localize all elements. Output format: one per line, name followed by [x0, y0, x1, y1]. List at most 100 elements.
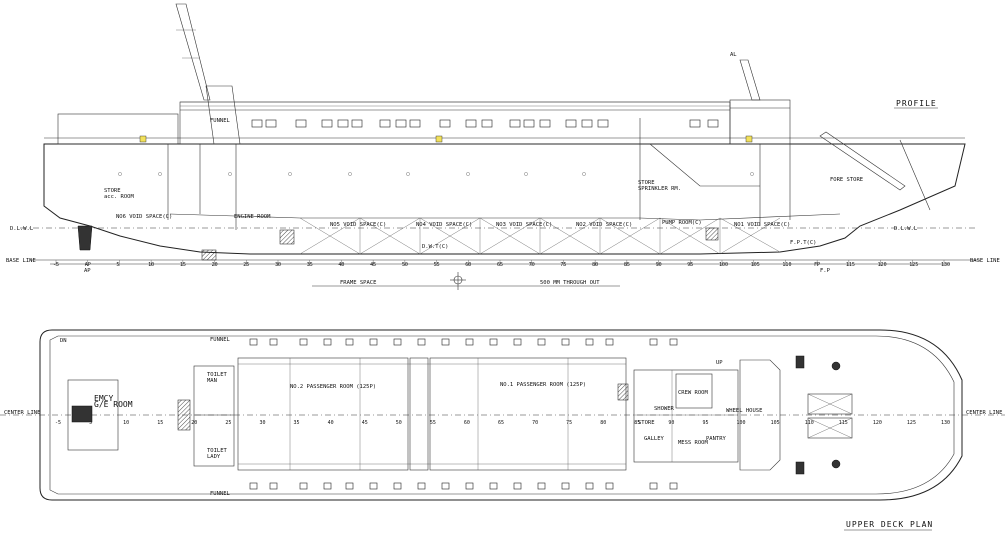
- frame-tick-label: 40: [338, 262, 344, 268]
- bollard: [393, 482, 402, 490]
- base-line-right: BASE LINE: [970, 258, 1000, 264]
- plan-tick-label: 60: [464, 420, 470, 426]
- frame-tick-label: 75: [560, 262, 566, 268]
- bollard: [249, 482, 258, 490]
- bollard: [323, 482, 332, 490]
- frame-tick-label: 45: [370, 262, 376, 268]
- void-space-frames: [299, 217, 781, 255]
- bollard: [489, 482, 498, 490]
- bollard: [669, 482, 678, 490]
- bollard: [393, 338, 402, 346]
- bollard: [561, 338, 570, 346]
- bollard: [345, 338, 354, 346]
- bollards: [249, 338, 678, 490]
- pantry-label: PANTRY: [706, 436, 727, 442]
- funnel-profile: [205, 85, 241, 145]
- mess-room-label: MESS ROOM: [678, 440, 708, 446]
- deck-plan-outline: [39, 329, 963, 501]
- marker: [745, 135, 753, 143]
- engine-room-label: ENGINE ROOM: [234, 214, 271, 220]
- frame-tick-label: 35: [307, 262, 313, 268]
- generator: [71, 405, 93, 423]
- frame-space-label: FRAME SPACE: [340, 280, 376, 286]
- up-label: UP: [716, 360, 723, 366]
- plan-tick-label: 25: [225, 420, 231, 426]
- fp-label: F.P: [820, 268, 831, 274]
- void-no1-label: NO1 VOID SPACE(C): [734, 222, 790, 228]
- al-label: AL: [730, 52, 737, 58]
- hull-outline: [43, 143, 966, 255]
- forward-hatch: [807, 417, 853, 439]
- plan-tick-label: 110: [805, 420, 814, 426]
- bollard: [513, 338, 522, 346]
- bollard: [269, 338, 278, 346]
- bollard: [465, 338, 474, 346]
- bollard: [369, 482, 378, 490]
- center-line-right: CENTER LINE: [966, 410, 1002, 416]
- bollard: [649, 338, 658, 346]
- store-plan-label: STORE: [638, 420, 655, 426]
- bollard: [345, 482, 354, 490]
- emcy-room-box: [67, 379, 119, 451]
- funnel-bottom-label: FUNNEL: [210, 491, 231, 497]
- frame-tick-label: 100: [719, 262, 728, 268]
- plan-tick-label: 105: [771, 420, 780, 426]
- wheel-house-plan: [739, 359, 781, 471]
- plan-tick-label: 80: [600, 420, 606, 426]
- funnel-top-label: FUNNEL: [210, 337, 231, 343]
- bollard: [441, 338, 450, 346]
- frame-tick-label: 95: [687, 262, 693, 268]
- plan-tick-label: 35: [294, 420, 300, 426]
- bollard: [605, 482, 614, 490]
- bollard: [417, 338, 426, 346]
- frame-tick-label: AP: [85, 262, 91, 268]
- frame-tick-label: 110: [782, 262, 791, 268]
- base-line-left: BASE LINE: [6, 258, 36, 264]
- winch: [831, 459, 841, 469]
- dlwl-right: D.L.W.L: [894, 226, 918, 232]
- frame-tick-label: 55: [434, 262, 440, 268]
- plan-tick-label: 5: [89, 420, 92, 426]
- bitt: [795, 461, 805, 475]
- bollard: [585, 482, 594, 490]
- crew-room-label: CREW ROOM: [678, 390, 708, 396]
- frame-tick-label: 115: [846, 262, 855, 268]
- frame-tick-label: 30: [275, 262, 281, 268]
- tank-hatch: [279, 229, 295, 245]
- void-no4-label: NO4 VOID SPACE(C): [416, 222, 472, 228]
- frame-tick-label: 90: [656, 262, 662, 268]
- frame-tick-label: 125: [909, 262, 918, 268]
- fpt-label: F.P.T(C): [790, 240, 817, 246]
- bollard: [537, 338, 546, 346]
- void-no2-label: NO2 VOID SPACE(C): [576, 222, 632, 228]
- plan-tick-label: 85: [634, 420, 640, 426]
- passenger-room-2-label: NO.2 PASSENGER ROOM (125P): [290, 384, 376, 390]
- bollard: [537, 482, 546, 490]
- bollard: [269, 482, 278, 490]
- void-no3-label: NO3 VOID SPACE(C): [496, 222, 552, 228]
- plan-tick-label: 125: [907, 420, 916, 426]
- fore-store-label: FORE STORE: [830, 177, 863, 183]
- center-line-left: CENTER LINE: [4, 410, 40, 416]
- plan-tick-label: 65: [498, 420, 504, 426]
- frame-tick-label: 60: [465, 262, 471, 268]
- bollard: [417, 482, 426, 490]
- rudder: [77, 225, 93, 251]
- bollard: [249, 338, 258, 346]
- plan-tick-label: 90: [668, 420, 674, 426]
- bollard: [465, 482, 474, 490]
- toilet-block: [193, 365, 235, 467]
- profile-view: -5AP510152025303540455055606570758085909…: [6, 3, 1000, 290]
- passenger-room-1: [429, 357, 627, 471]
- marker: [139, 135, 147, 143]
- forward-hatch: [807, 393, 853, 415]
- void-no6-label: NO6 VOID SPACE(C): [116, 214, 172, 220]
- aft-mast: [175, 3, 211, 101]
- frame-tick-label: 5: [116, 262, 119, 268]
